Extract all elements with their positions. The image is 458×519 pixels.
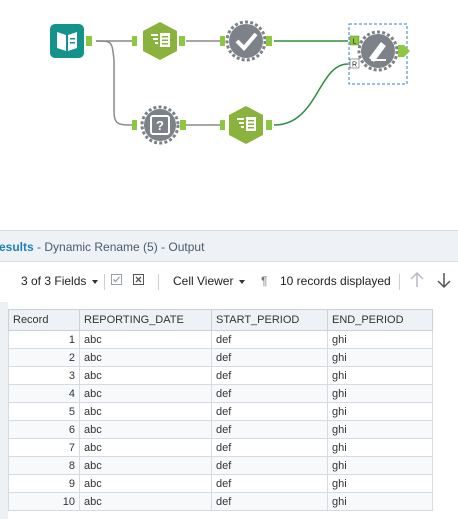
cell-reporting-date[interactable]: abc [79,366,212,385]
chevron-down-icon [92,279,99,284]
records-count: 10 records displayed [280,274,391,288]
results-title-rest: - Dynamic Rename (5) - Output [33,240,205,254]
pilcrow-icon[interactable]: ¶ [261,274,268,288]
cell-record[interactable]: 7 [8,438,80,457]
column-header-record[interactable]: Record [8,309,80,331]
cell-end-period[interactable]: ghi [327,420,433,439]
cell-reporting-date[interactable]: abc [79,438,212,457]
cell-end-period[interactable]: ghi [327,348,433,367]
cell-reporting-date[interactable]: abc [79,456,212,475]
cell-start-period[interactable]: def [211,384,328,403]
results-table: Record REPORTING_DATE START_PERIOD END_P… [8,309,433,511]
data-cleansing-tool[interactable] [220,20,272,62]
cell-reporting-date[interactable]: abc [79,402,212,421]
cell-start-period[interactable]: def [211,438,328,457]
cell-reporting-date[interactable]: abc [79,330,212,349]
table-header-row: Record REPORTING_DATE START_PERIOD END_P… [8,309,433,331]
left-gutter [0,302,8,519]
cell-reporting-date[interactable]: abc [79,492,212,511]
cell-start-period[interactable]: def [211,330,328,349]
cell-end-period[interactable]: ghi [327,330,433,349]
dynamic-rename-tool[interactable]: L R [348,23,410,85]
cell-record[interactable]: 4 [8,384,80,403]
cell-start-period[interactable]: def [211,348,328,367]
svg-text:?: ? [156,118,164,133]
arrow-up-icon[interactable] [409,271,425,289]
cell-reporting-date[interactable]: abc [79,420,212,439]
cell-viewer-label: Cell Viewer [173,274,234,288]
workflow-canvas[interactable]: ? L R [0,0,458,230]
toolbar-divider [158,274,159,290]
cell-record[interactable]: 1 [8,330,80,349]
chevron-down-icon [239,279,246,284]
connection-input-to-formula [95,40,135,126]
connection-select2-to-rename-r [273,63,349,126]
cell-record[interactable]: 6 [8,420,80,439]
cell-record[interactable]: 3 [8,366,80,385]
cell-end-period[interactable]: ghi [327,402,433,421]
toolbar-divider [399,274,400,290]
input-tool[interactable] [50,24,92,58]
results-title: esults - Dynamic Rename (5) - Output [0,240,204,254]
results-title-prefix: esults [0,240,34,254]
cell-end-period[interactable]: ghi [327,438,433,457]
cell-record[interactable]: 5 [8,402,80,421]
arrow-down-icon[interactable] [436,271,452,289]
cell-reporting-date[interactable]: abc [79,474,212,493]
deselect-icon[interactable] [133,274,144,285]
cell-start-period[interactable]: def [211,402,328,421]
cell-start-period[interactable]: def [211,456,328,475]
column-header-end-period[interactable]: END_PERIOD [327,309,433,331]
cell-record[interactable]: 10 [8,492,80,511]
cell-start-period[interactable]: def [211,492,328,511]
results-pane: esults - Dynamic Rename (5) - Output 3 o… [0,230,458,519]
select-tool-bottom[interactable] [220,106,272,144]
cell-start-period[interactable]: def [211,420,328,439]
anchor-r-label: R [352,62,357,69]
cell-start-period[interactable]: def [211,474,328,493]
column-header-start-period[interactable]: START_PERIOD [211,309,328,331]
cell-record[interactable]: 9 [8,474,80,493]
results-toolbar: 3 of 3 Fields Cell Viewer ¶ 10 records d… [0,262,458,302]
fields-dropdown[interactable]: 3 of 3 Fields [21,274,99,288]
workflow-svg: ? L R [50,20,410,145]
select-tool-top[interactable] [132,22,185,60]
cell-end-period[interactable]: ghi [327,366,433,385]
cell-start-period[interactable]: def [211,366,328,385]
column-header-reporting-date[interactable]: REPORTING_DATE [79,309,212,331]
toolbar-divider [104,274,105,290]
cell-record[interactable]: 8 [8,456,80,475]
question-tool[interactable]: ? [132,105,186,145]
cell-end-period[interactable]: ghi [327,384,433,403]
cell-record[interactable]: 2 [8,348,80,367]
anchor-l-label: L [353,39,357,46]
cell-end-period[interactable]: ghi [327,492,433,511]
cell-reporting-date[interactable]: abc [79,384,212,403]
cell-end-period[interactable]: ghi [327,456,433,475]
checkbox-icon[interactable] [111,274,122,285]
cell-reporting-date[interactable]: abc [79,348,212,367]
fields-dropdown-label: 3 of 3 Fields [21,274,87,288]
cell-end-period[interactable]: ghi [327,474,433,493]
cell-viewer-dropdown[interactable]: Cell Viewer [173,274,246,288]
results-header: esults - Dynamic Rename (5) - Output [0,230,458,262]
